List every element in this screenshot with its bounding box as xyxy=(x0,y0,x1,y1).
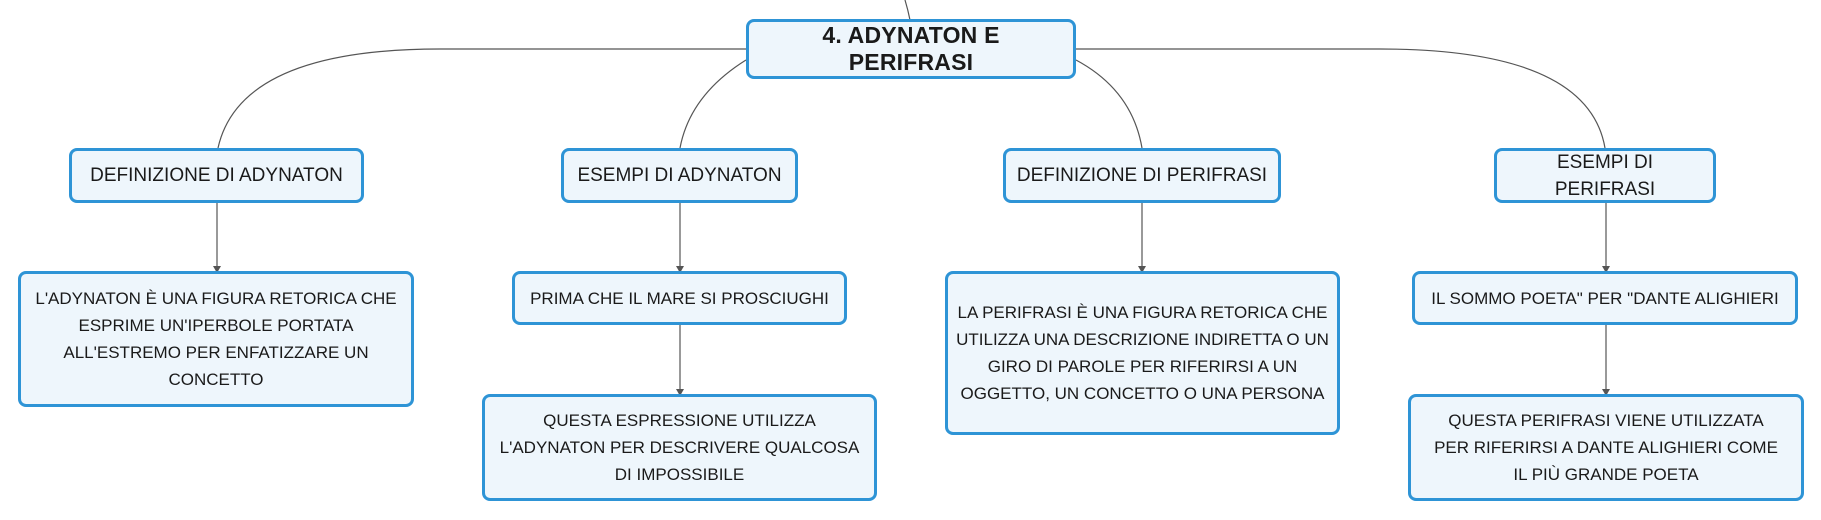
detail-adynaton-definition[interactable]: L'ADYNATON È UNA FIGURA RETORICA CHE ESP… xyxy=(18,271,414,407)
detail-adynaton-example[interactable]: PRIMA CHE IL MARE SI PROSCIUGHI xyxy=(512,271,847,325)
detail-adynaton-example-note[interactable]: QUESTA ESPRESSIONE UTILIZZA L'ADYNATON P… xyxy=(482,394,877,501)
topic-esempi-perifrasi[interactable]: ESEMPI DI PERIFRASI xyxy=(1494,148,1716,203)
detail-perifrasi-definition[interactable]: LA PERIFRASI È UNA FIGURA RETORICA CHE U… xyxy=(945,271,1340,435)
connector-root-parent xyxy=(904,0,911,21)
connector-root-to-cat-2 xyxy=(679,59,747,149)
detail-perifrasi-example-note[interactable]: QUESTA PERIFRASI VIENE UTILIZZATA PER RI… xyxy=(1408,394,1804,501)
topic-definizione-perifrasi[interactable]: DEFINIZIONE DI PERIFRASI xyxy=(1003,148,1281,203)
root-topic[interactable]: 4. ADYNATON E PERIFRASI xyxy=(746,19,1076,79)
detail-perifrasi-example[interactable]: IL SOMMO POETA" PER "DANTE ALIGHIERI xyxy=(1412,271,1798,325)
connector-root-to-cat-1 xyxy=(217,48,746,149)
topic-definizione-adynaton[interactable]: DEFINIZIONE DI ADYNATON xyxy=(69,148,364,203)
connector-root-to-cat-3 xyxy=(1075,59,1143,149)
topic-esempi-adynaton[interactable]: ESEMPI DI ADYNATON xyxy=(561,148,798,203)
connector-root-to-cat-4 xyxy=(1076,48,1606,149)
